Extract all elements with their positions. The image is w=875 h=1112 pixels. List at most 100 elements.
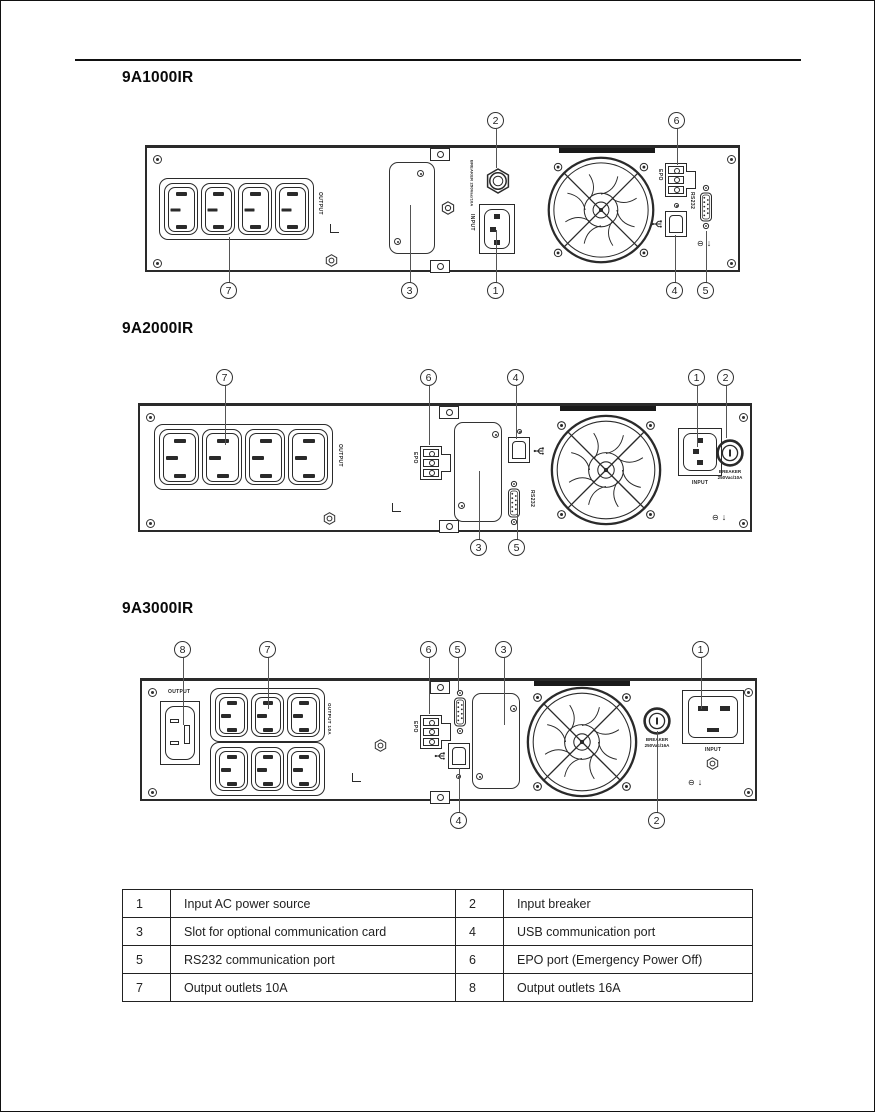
epo-terminal-cell [423,458,439,468]
breaker-label-line1: BREAKER [718,469,742,474]
leader-line [656,731,658,813]
callout-4: 4 [666,282,683,299]
corner-screw-icon [744,688,753,697]
epo-terminal-cell [423,737,439,746]
input-pins [698,706,708,711]
output-outlets-10a-group [159,178,314,240]
leader-line [428,386,430,445]
callout-6: 6 [420,369,437,386]
corner-screw-icon [744,788,753,797]
rs232-label: RS232 [528,490,535,508]
corner-screw-icon [146,519,155,528]
outlet-pins [170,719,179,723]
slot-screw-icon [476,773,483,780]
outlet-c13 [201,183,235,235]
legend-num: 2 [455,889,504,918]
leader-line [495,129,497,168]
header-rule [75,59,801,62]
slot-screw-icon [510,705,517,712]
leader-line [700,658,702,709]
leader-line [725,386,727,438]
outlet-c13 [287,693,320,737]
panel-top-strip [534,681,630,686]
input-breaker [716,439,744,467]
leader-line [409,205,411,283]
breaker-label-line2: 250Vac/10A [469,182,475,207]
page-border-bottom [0,1110,875,1112]
outlet-c13 [238,183,272,235]
legend-desc: Output outlets 16A [503,973,753,1002]
rear-panel-9a2000ir: OUTPUT EPO [138,403,752,533]
epo-connector-tab [686,171,696,189]
leader-line [458,768,460,813]
legend-num: 8 [455,973,504,1002]
legend-desc: Input AC power source [170,889,456,918]
ground-arrow-icon: ↓ [706,238,712,248]
ground-marking: ⊖↓ [712,512,726,522]
callout-8: 8 [174,641,191,658]
epo-terminal-cell [668,166,684,175]
callout-6: 6 [420,641,437,658]
callout-5: 5 [449,641,466,658]
leader-line [516,500,518,540]
output-label: OUTPUT [168,689,191,695]
legend-desc: Input breaker [503,889,753,918]
epo-connector-tab [441,723,451,741]
callout-2: 2 [487,112,504,129]
model-title-9a2000ir: 9A2000IR [122,320,194,337]
slot-screw-icon [458,502,465,509]
callout-5: 5 [697,282,714,299]
ground-screw-icon: ⊖ [712,513,719,522]
ac-input-socket [678,428,722,476]
output-10a-label: OUTPUT 10A [327,703,333,736]
diagram-9a3000ir: OUTPUT OUTPUT 10A EPO [140,637,757,842]
model-title-9a1000ir: 9A1000IR [122,69,194,86]
legend-num: 6 [455,945,504,974]
usb-icon [434,752,445,760]
outlet-c13 [287,747,320,791]
ground-arrow-icon: ↓ [697,777,703,787]
epo-label: EPO [411,721,418,733]
breaker-label: BREAKER 250Vac/10A [713,469,747,481]
callout-1: 1 [692,641,709,658]
communication-card-slot [389,162,435,254]
epo-port [665,163,687,197]
corner-screw-icon [148,688,157,697]
output-outlet-16a [160,701,200,765]
leader-line [267,658,269,709]
hex-screw-icon [323,512,336,525]
ac-input-socket [479,204,515,254]
page-border-left [0,0,2,1112]
ground-screw-icon: ⊖ [697,239,704,248]
usb-icon [651,220,662,228]
legend-desc: Output outlets 10A [170,973,456,1002]
page-border-top [0,0,875,2]
callout-6: 6 [668,112,685,129]
corner-screw-icon [727,155,736,164]
output-outlets-10a-group [154,424,333,490]
fan-icon [547,156,655,264]
epo-port [420,715,442,749]
usb-icon [533,447,544,455]
mounting-tab [430,681,450,694]
callout-3: 3 [401,282,418,299]
input-label: INPUT [691,480,709,486]
legend-desc: Slot for optional communication card [170,917,456,946]
table-row: 5 RS232 communication port 6 EPO port (E… [122,945,753,974]
legend-desc: USB communication port [503,917,753,946]
epo-connector-tab [441,454,451,472]
rear-panel-9a1000ir: OUTPUT BREAKER 250Vac/10A INPUT [145,145,740,273]
corner-screw-icon [146,413,155,422]
slot-screw-icon [394,238,401,245]
callout-3: 3 [495,641,512,658]
epo-label: EPO [656,169,663,181]
outlet-c13 [275,183,309,235]
corner-mark [352,773,361,782]
output-outlets-10a-group-bottom [210,742,325,796]
slot-screw-icon [417,170,424,177]
leader-line [705,231,707,283]
legend-table: 1 Input AC power source 2 Input breaker … [122,889,753,1002]
hex-screw-icon [325,254,338,267]
leader-line [674,235,676,283]
small-screw-icon [517,429,522,434]
